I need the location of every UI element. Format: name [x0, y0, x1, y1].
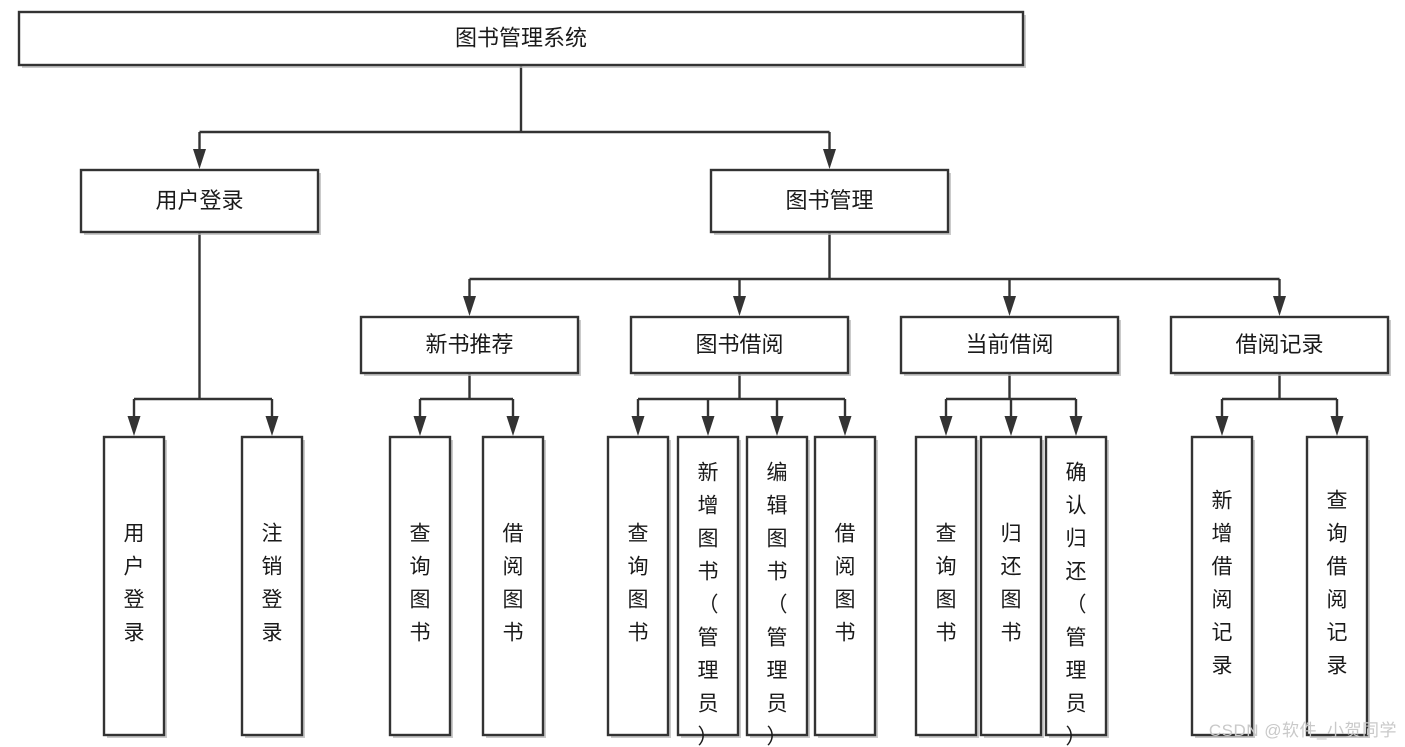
node-leaf-query-record[interactable]: 查询借阅记录: [1305, 435, 1370, 738]
connector-arrowhead: [631, 416, 645, 436]
node-label: 图书借阅: [695, 332, 783, 357]
node-label: 新增借阅记录: [1212, 490, 1233, 678]
node-label: 注销登录: [262, 523, 283, 645]
node-box[interactable]: [709, 168, 950, 234]
node-label: 查询图书: [628, 523, 649, 645]
node-box[interactable]: [745, 435, 809, 737]
connector-arrowhead: [838, 416, 852, 436]
connector-arrowhead: [1069, 416, 1083, 436]
node-newbook[interactable]: 新书推荐: [359, 315, 581, 376]
connector-arrowhead: [193, 149, 206, 169]
node-label: 用户登录: [155, 188, 243, 213]
node-leaf-confirm-return[interactable]: 确认归还（管理员）: [1044, 435, 1109, 747]
connector-arrowhead: [265, 416, 279, 436]
node-box[interactable]: [813, 435, 877, 737]
node-login[interactable]: 用户登录: [79, 168, 321, 235]
node-leaf-add-record[interactable]: 新增借阅记录: [1190, 435, 1255, 738]
node-current[interactable]: 当前借阅: [899, 315, 1121, 376]
node-box[interactable]: [388, 435, 452, 737]
connector-arrowhead: [413, 416, 427, 436]
node-leaf-query-book-1[interactable]: 查询图书: [388, 435, 453, 738]
node-label: 图书管理系统: [455, 25, 587, 50]
node-label: 编辑图书（管理员）: [767, 462, 788, 747]
node-box[interactable]: [1044, 435, 1108, 737]
node-label: 图书管理: [785, 188, 873, 213]
node-leaf-user-login[interactable]: 用户登录: [102, 435, 167, 738]
node-label: 查询图书: [936, 523, 957, 645]
connector-arrowhead: [701, 416, 715, 436]
connector-layer: [127, 65, 1344, 436]
connector-arrowhead: [1215, 416, 1229, 436]
node-leaf-borrow-book-2[interactable]: 借阅图书: [813, 435, 878, 738]
watermark-text: CSDN @软件_小贺同学: [1208, 721, 1397, 740]
node-box[interactable]: [676, 435, 740, 737]
node-root[interactable]: 图书管理系统: [17, 10, 1026, 68]
node-box[interactable]: [1305, 435, 1369, 737]
connector-arrowhead: [939, 416, 953, 436]
node-box[interactable]: [979, 435, 1043, 737]
connector-arrowhead: [770, 416, 784, 436]
node-label: 借阅图书: [835, 523, 856, 645]
node-box[interactable]: [899, 315, 1120, 375]
node-leaf-edit-book[interactable]: 编辑图书（管理员）: [745, 435, 810, 747]
connector-arrowhead: [823, 149, 836, 169]
node-leaf-borrow-book-1[interactable]: 借阅图书: [481, 435, 546, 738]
connector-arrowhead: [1330, 416, 1344, 436]
node-box[interactable]: [102, 435, 166, 737]
node-borrow[interactable]: 图书借阅: [629, 315, 851, 376]
node-records[interactable]: 借阅记录: [1169, 315, 1391, 376]
connector-arrowhead: [1004, 416, 1018, 436]
node-label: 新增图书（管理员）: [698, 462, 719, 747]
node-label: 查询图书: [410, 523, 431, 645]
node-label: 归还图书: [1001, 523, 1022, 645]
connector-arrowhead: [733, 296, 746, 316]
node-box[interactable]: [359, 315, 580, 375]
node-label: 确认归还（管理员）: [1066, 462, 1087, 747]
node-leaf-query-book-3[interactable]: 查询图书: [914, 435, 979, 738]
connector-arrowhead: [1273, 296, 1286, 316]
node-box[interactable]: [17, 10, 1025, 67]
node-leaf-add-book[interactable]: 新增图书（管理员）: [676, 435, 741, 747]
node-leaf-logout[interactable]: 注销登录: [240, 435, 305, 738]
node-label: 用户登录: [124, 523, 145, 645]
connector-arrowhead: [506, 416, 520, 436]
connector-arrowhead: [127, 416, 141, 436]
node-leaf-return-book[interactable]: 归还图书: [979, 435, 1044, 738]
connector-arrowhead: [463, 296, 476, 316]
node-box[interactable]: [606, 435, 670, 737]
node-box[interactable]: [240, 435, 304, 737]
connector-arrowhead: [1003, 296, 1016, 316]
node-box[interactable]: [1190, 435, 1254, 737]
node-bookmgmt[interactable]: 图书管理: [709, 168, 951, 235]
node-box[interactable]: [79, 168, 320, 234]
node-leaf-query-book-2[interactable]: 查询图书: [606, 435, 671, 738]
node-label: 当前借阅: [965, 332, 1053, 357]
node-label: 新书推荐: [425, 332, 513, 357]
node-box[interactable]: [481, 435, 545, 737]
node-box[interactable]: [914, 435, 978, 737]
node-box[interactable]: [1169, 315, 1390, 375]
node-label: 查询借阅记录: [1327, 490, 1348, 678]
node-box[interactable]: [629, 315, 850, 375]
node-layer: 图书管理系统用户登录图书管理新书推荐图书借阅当前借阅借阅记录用户登录注销登录查询…: [17, 10, 1391, 747]
node-label: 借阅图书: [503, 523, 524, 645]
node-label: 借阅记录: [1235, 332, 1323, 357]
